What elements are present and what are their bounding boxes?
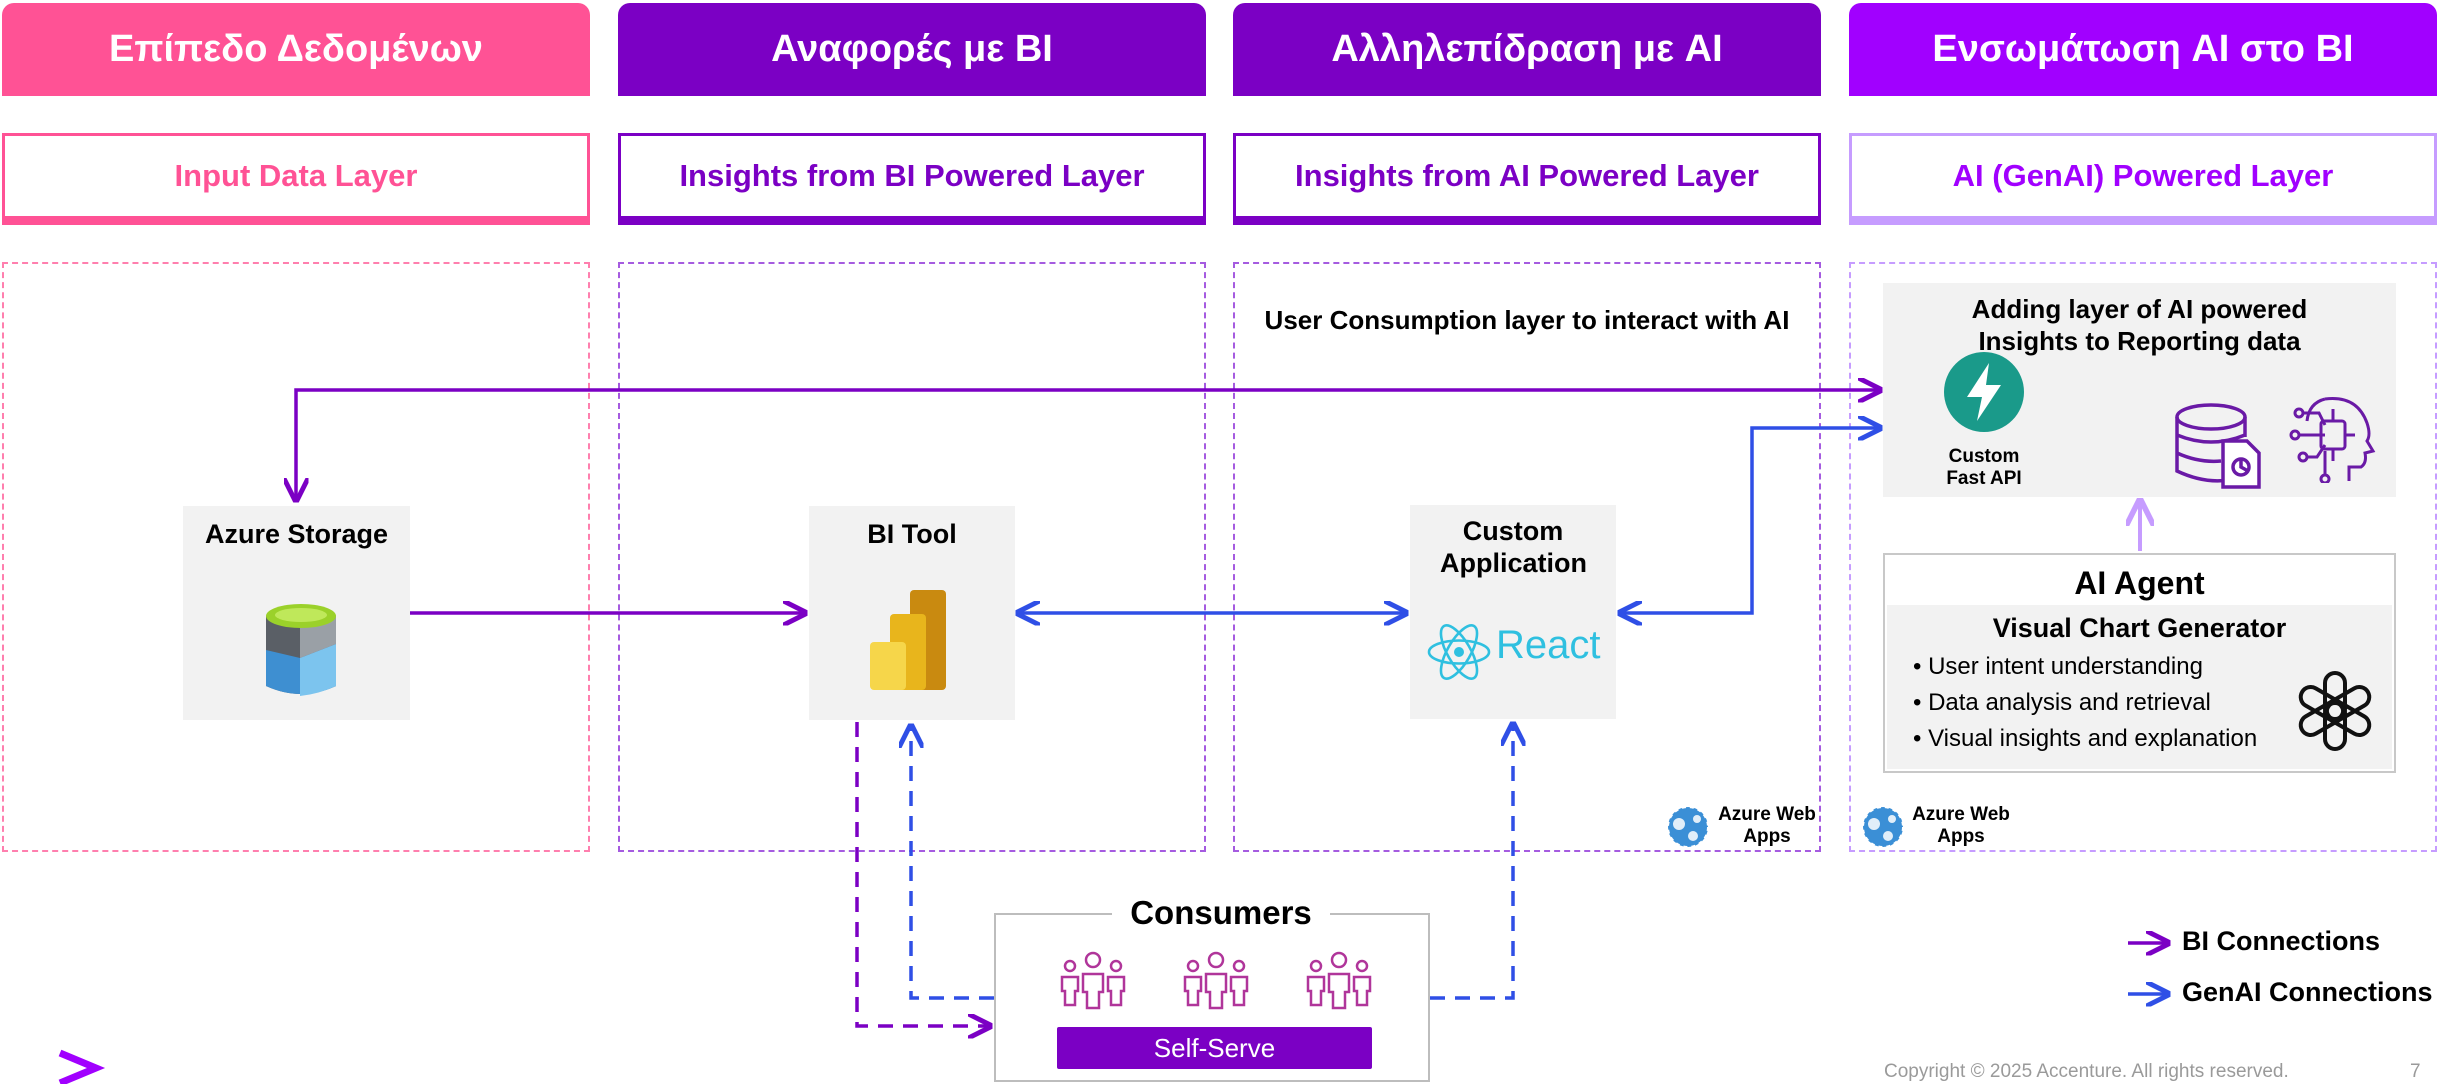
custom-application-card: Custom Application React: [1410, 505, 1616, 719]
bi-tool-title: BI Tool: [867, 519, 957, 549]
page-number: 7: [2410, 1061, 2421, 1082]
ai-insights-card: Adding layer of AI powered Insights to R…: [1883, 283, 2396, 497]
azure-web-apps-label: Azure Web Apps: [1912, 804, 2010, 847]
accenture-logo-icon: [58, 1049, 106, 1084]
bi-connection-consumers: [855, 722, 990, 1026]
ai-insights-title: Adding layer of AI powered Insights to R…: [1971, 294, 2308, 356]
genai-connection-app-api: [1620, 428, 1880, 613]
people-group-icon: [1306, 951, 1372, 1010]
legend-genai-connections: GenAI Connections: [2182, 977, 2433, 1008]
ai-agent-body: Visual Chart Generator • User intent und…: [1887, 605, 2392, 769]
react-logo-text: React: [1496, 623, 1601, 667]
database-report-icon: [2175, 403, 2261, 489]
ai-agent-bullets: • User intent understanding • Data analy…: [1913, 649, 2257, 757]
ai-agent-card: AI Agent Visual Chart Generator • User i…: [1883, 553, 2396, 773]
power-bi-icon: [870, 590, 946, 690]
legend-label: BI Connections: [2182, 926, 2381, 956]
ai-agent-title: AI Agent: [2074, 565, 2205, 601]
ai-agent-bullet: • User intent understanding: [1913, 653, 2203, 680]
bullet-text: Visual insights and explanation: [1928, 725, 2258, 752]
people-group-icon: [1060, 951, 1126, 1010]
ai-head-icon: [2289, 397, 2376, 483]
people-group-icon: [1183, 951, 1249, 1010]
azure-web-apps-icon: [1862, 806, 1904, 848]
subheader-input-data-layer: Input Data Layer: [2, 133, 590, 225]
custom-application-title: Custom Application: [1440, 516, 1587, 578]
bi-connection-top: [296, 390, 1880, 500]
genai-connection-consumers-app: [1430, 724, 1513, 1000]
azure-web-apps-label: Azure Web Apps: [1718, 804, 1816, 847]
header-ai-in-bi: Ενσωμάτωση AI στο BI: [1849, 3, 2437, 96]
bi-tool-card: BI Tool: [809, 506, 1015, 720]
azure-storage-card: Azure Storage: [183, 506, 410, 720]
genai-connection-consumers-bi: [911, 726, 994, 1000]
header-bi-reports: Αναφορές με BI: [618, 3, 1206, 96]
ai-agent-bullet: • Data analysis and retrieval: [1913, 689, 2211, 716]
azure-storage-icon: [266, 604, 336, 696]
people-group-row: [1052, 950, 1382, 1010]
azure-web-apps-icon: [1667, 806, 1709, 848]
bullet-text: Data analysis and retrieval: [1928, 689, 2211, 716]
ai-agent-bullet: • Visual insights and explanation: [1913, 725, 2258, 752]
lane-caption: User Consumption layer to interact with …: [1264, 305, 1790, 335]
subheader-genai-powered-layer: AI (GenAI) Powered Layer: [1849, 133, 2437, 225]
self-serve-button[interactable]: Self-Serve: [1057, 1027, 1372, 1069]
header-data-layer: Επίπεδο Δεδομένων: [2, 3, 590, 96]
header-ai-interaction: Αλληλεπίδραση με AI: [1233, 3, 1821, 96]
fastapi-label: Custom Fast API: [1946, 446, 2022, 489]
subheader-bi-powered-layer: Insights from BI Powered Layer: [618, 133, 1206, 225]
bullet-text: User intent understanding: [1928, 653, 2203, 680]
fastapi-icon: [1944, 352, 2024, 432]
consumers-title: Consumers: [1112, 894, 1330, 932]
legend-label: GenAI Connections: [2182, 977, 2433, 1007]
react-icon: [1427, 624, 1491, 680]
lane-data: [2, 262, 590, 852]
legend-bi-connections: BI Connections: [2182, 926, 2380, 957]
azure-storage-title: Azure Storage: [204, 519, 389, 549]
copyright-text: Copyright © 2025 Accenture. All rights r…: [1884, 1061, 2289, 1082]
subheader-ai-powered-layer: Insights from AI Powered Layer: [1233, 133, 1821, 225]
ai-agent-subtitle: Visual Chart Generator: [1992, 613, 2287, 643]
openai-icon: [2298, 671, 2372, 751]
